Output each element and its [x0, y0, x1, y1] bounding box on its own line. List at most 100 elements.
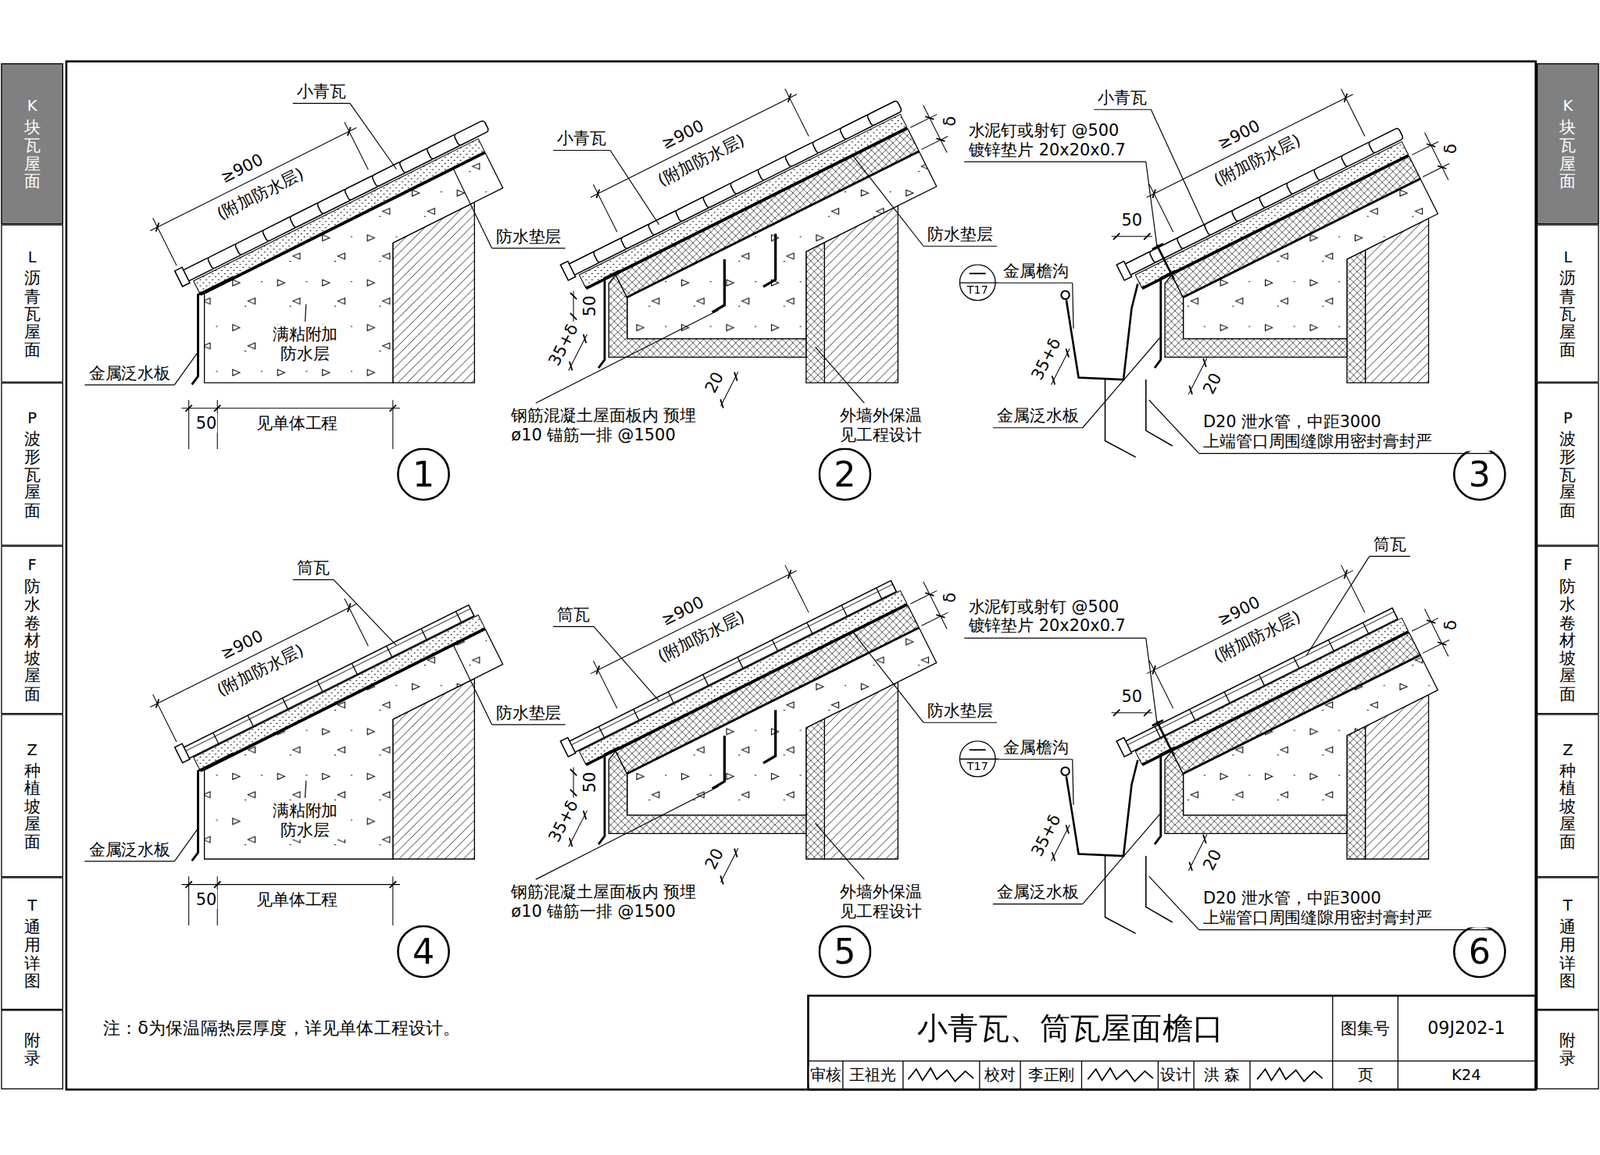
leader-line — [305, 780, 307, 798]
extension-line — [344, 599, 368, 647]
section-tab: F防水卷材坡屋面 — [1536, 546, 1600, 715]
roof-tiles — [145, 66, 490, 289]
title-block-cell: 页 — [1356, 1066, 1374, 1086]
metal-flashing — [598, 271, 620, 368]
dimension-tick — [734, 371, 738, 381]
leader-line — [1072, 282, 1074, 329]
leader-line — [350, 103, 397, 169]
title-block-rule — [902, 1061, 904, 1091]
dimension-line — [1146, 94, 1354, 198]
mortar-bed — [578, 590, 907, 765]
section-tab: F防水卷材坡屋面 — [0, 546, 64, 715]
dimension-tick — [570, 769, 577, 776]
tile-joint — [213, 732, 219, 744]
nail — [1157, 244, 1175, 279]
dimension-tick — [570, 292, 577, 300]
extension-line — [910, 590, 937, 604]
tile — [180, 605, 475, 761]
extension-line — [153, 694, 177, 743]
dimension-tick — [569, 838, 573, 847]
dimension-tick — [1065, 825, 1069, 834]
leader-underline — [292, 103, 350, 104]
dimension-tick — [344, 603, 354, 613]
dimension-tick — [1203, 835, 1207, 844]
dimension-text: 20 — [1198, 845, 1227, 875]
gutter-bead — [1060, 290, 1069, 299]
tile-joint — [1189, 709, 1196, 721]
section-tab: 附录 — [0, 1010, 64, 1090]
metal-flashing — [1154, 747, 1176, 845]
dimension-tick — [1341, 570, 1350, 579]
dimension-text: 35+δ — [1026, 810, 1065, 861]
roof-insulation — [615, 128, 919, 298]
dimension-tick — [1113, 710, 1120, 717]
title-block-cell: 李正刚 — [1027, 1066, 1075, 1086]
leader-line — [852, 632, 924, 723]
leader-underline — [553, 626, 594, 628]
dimension-tick — [1052, 852, 1056, 861]
eave-detail — [535, 509, 955, 860]
eave-tile — [1116, 737, 1132, 758]
tile-joint — [386, 646, 393, 658]
leader-line — [1146, 161, 1158, 245]
material-label: 满粘附加 防水层 — [260, 800, 350, 840]
metal-flashing — [1154, 271, 1176, 368]
leader-lines — [84, 103, 1493, 930]
extension-line — [1411, 141, 1439, 155]
title-block-rule — [842, 1061, 843, 1091]
leader-line — [1072, 759, 1074, 806]
tile-line — [182, 608, 471, 754]
dimension-tick — [1426, 141, 1436, 150]
leader-underline — [923, 246, 997, 247]
detail-number: 6 — [1468, 934, 1491, 969]
eave-detail — [145, 66, 503, 386]
tile-line — [567, 584, 893, 747]
leader-line — [333, 579, 397, 646]
extension-line — [1422, 163, 1450, 177]
dimension-tick — [925, 113, 934, 122]
note-text: 注：δ为保温隔热层厚度，详见单体工程设计。 — [102, 1018, 462, 1040]
leader-underline — [992, 427, 1083, 429]
tab-title: 种植坡屋面 — [24, 761, 41, 852]
leader-line — [174, 352, 198, 386]
tile — [1367, 127, 1404, 154]
anchor-bar — [712, 735, 725, 790]
roof-tiles — [1091, 60, 1457, 330]
eave-tile — [560, 260, 575, 281]
tile-joint — [351, 663, 358, 675]
section-tab: K块瓦屋面 — [0, 63, 64, 225]
wall-insulation — [1346, 250, 1366, 383]
tile-joint — [1328, 639, 1334, 651]
membrane-line — [585, 604, 908, 766]
dimension-tick — [153, 699, 162, 708]
material-label: 外墙外保温 见工程设计 — [839, 406, 943, 446]
material-label: D20 泄水管，中距3000 上端管口周围缝隙用密封膏封严 — [1202, 889, 1490, 929]
anchor-bar — [763, 710, 776, 764]
extension-line — [153, 217, 177, 266]
dimension-tick — [214, 881, 221, 888]
leader-underline — [923, 722, 997, 724]
downpipe — [1105, 379, 1136, 458]
dimension-line — [923, 582, 947, 630]
material-label: 金属檐沟 — [1002, 737, 1070, 758]
title-block-cell: 洪 森 — [1202, 1066, 1240, 1086]
roof-insulation — [615, 605, 919, 775]
leader-underline — [553, 150, 611, 151]
dimension-tick — [570, 313, 577, 320]
material-label: 钢筋混凝土屋面板内 预埋 ø10 锚筋一排 @1500 — [510, 406, 722, 446]
membrane-line — [585, 128, 908, 290]
gutter-bead — [1060, 767, 1069, 775]
dimension-tick — [1143, 233, 1150, 240]
dimension-text: δ — [939, 592, 960, 604]
section-tab: P波形瓦屋面 — [1536, 382, 1600, 547]
detail-number-circle: 4 — [396, 925, 450, 979]
dimension-tick — [1426, 617, 1436, 626]
washer — [1152, 720, 1164, 726]
tab-title: 波形瓦屋面 — [1559, 430, 1576, 521]
detail-number: 4 — [412, 934, 435, 969]
dimension-line — [150, 128, 357, 232]
material-label: 筒瓦 — [1372, 534, 1408, 554]
dimension-tick — [785, 93, 794, 103]
tab-title: 沥青瓦屋面 — [1559, 269, 1576, 360]
